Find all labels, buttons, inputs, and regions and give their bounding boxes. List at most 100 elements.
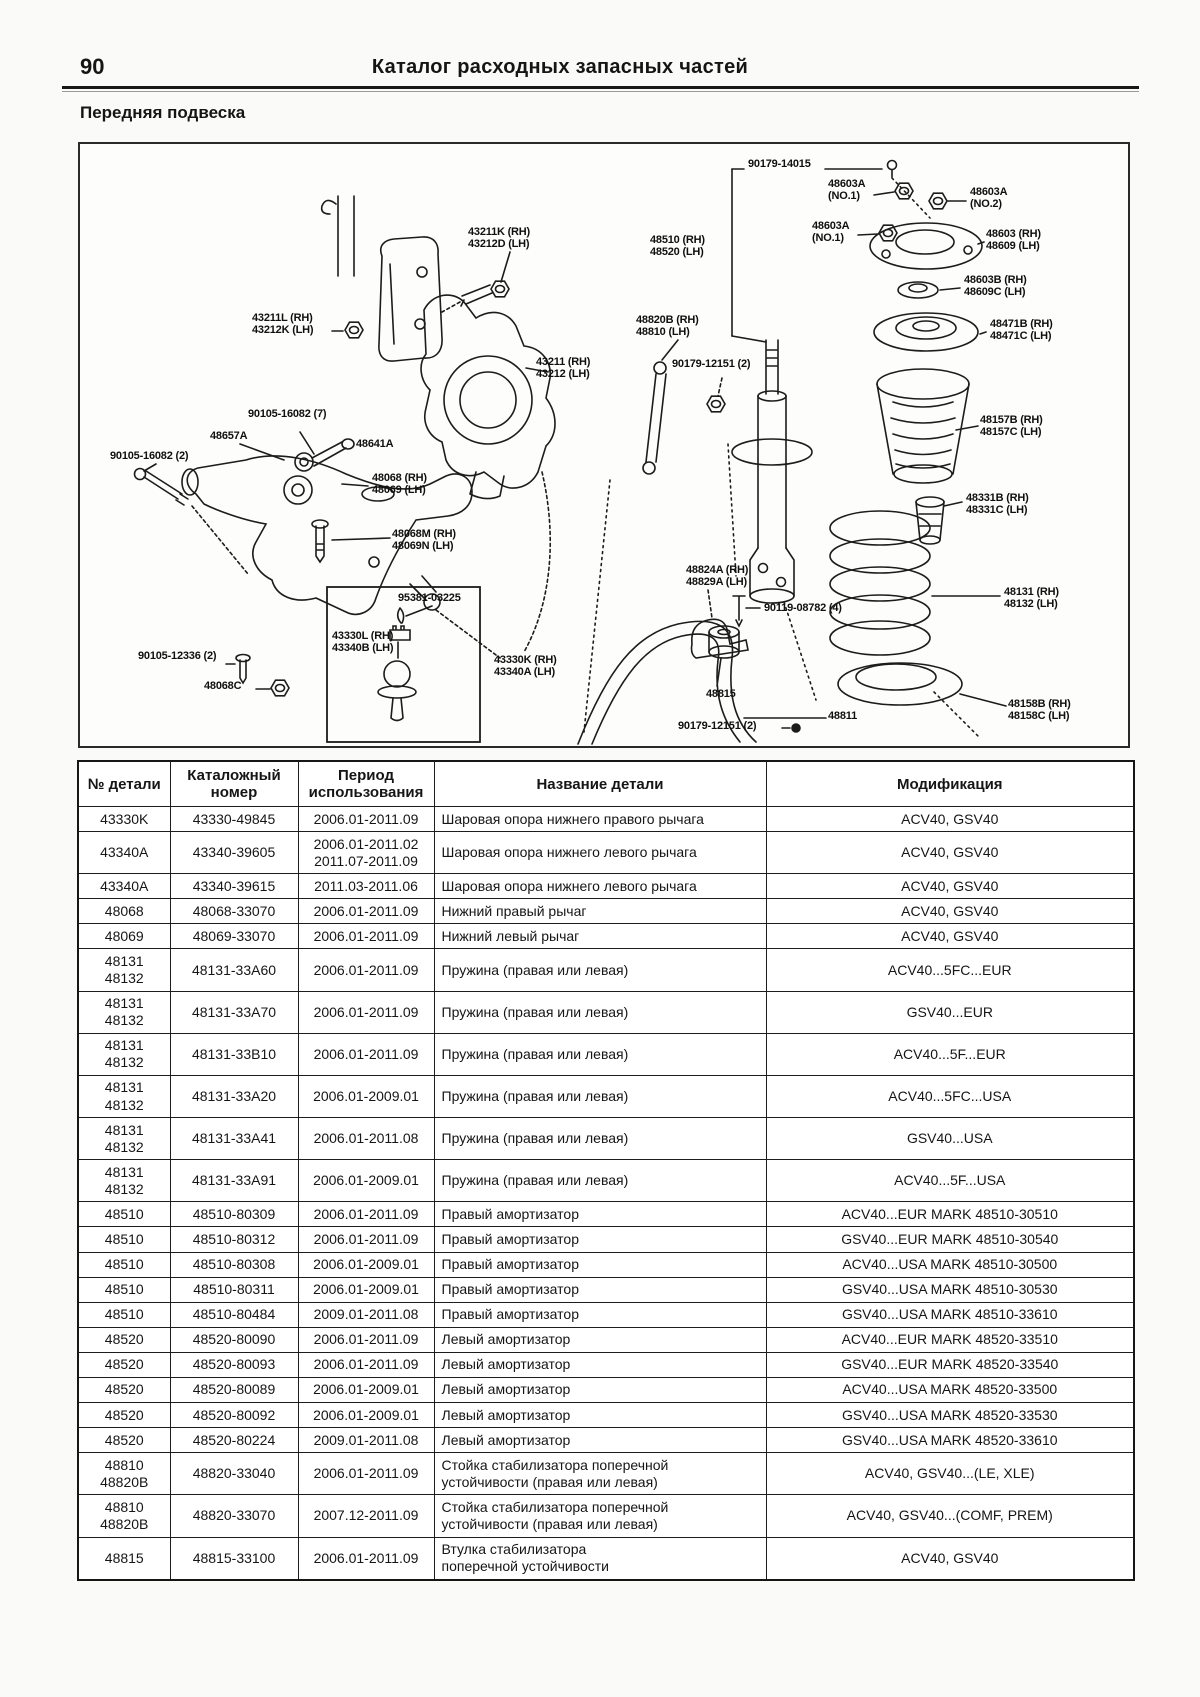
modification-cell: GSV40...USA MARK 48510-33610 [765,1301,1135,1328]
period-cell: 2006.01-2009.01 [297,1074,435,1119]
period-cell: 2006.01-2011.09 [297,1452,435,1496]
name-cell: Пружина (правая или левая) [433,1117,767,1161]
period-cell: 2006.01-2009.01 [297,1251,435,1278]
part-no-cell: 43340A [77,831,171,875]
name-cell: Пружина (правая или левая) [433,948,767,992]
name-cell: Левый амортизатор [433,1376,767,1404]
diagram-part-label: 48157B (RH) 48157C (LH) [980,414,1043,439]
name-cell: Пружина (правая или левая) [433,990,767,1034]
part-no-cell: 48520 [77,1376,171,1404]
period-cell: 2011.03-2011.06 [297,873,435,900]
catalog-no-cell: 48131-33A91 [169,1159,299,1203]
name-cell: Втулка стабилизатора поперечной устойчив… [433,1536,767,1581]
catalog-no-cell: 48131-33A60 [169,948,299,992]
catalog-no-cell: 48510-80311 [169,1276,299,1303]
part-no-cell: 48131 48132 [77,948,171,992]
diagram-part-label: 43211K (RH) 43212D (LH) [468,226,530,251]
catalog-no-cell: 43340-39615 [169,873,299,900]
diagram-part-label: 90105-16082 (7) [248,408,327,420]
diagram-part-label: 43330K (RH) 43340A (LH) [494,654,557,679]
period-cell: 2009.01-2011.08 [297,1301,435,1328]
catalog-no-cell: 48510-80308 [169,1251,299,1278]
header-row: № детали Каталожный номер Период использ… [77,760,1135,807]
name-cell: Правый амортизатор [433,1201,767,1228]
catalog-no-cell: 43340-39605 [169,831,299,875]
modification-cell: ACV40, GSV40...(LE, XLE) [765,1452,1135,1496]
diagram-part-label: 48510 (RH) 48520 (LH) [650,234,705,259]
diagram-part-label: 90105-16082 (2) [110,450,189,462]
part-no-cell: 48069 [77,923,171,950]
suspension-diagram-art [133,159,1007,745]
part-no-cell: 48810 48820B [77,1494,171,1538]
part-no-cell: 48131 48132 [77,990,171,1034]
part-no-cell: 43340A [77,873,171,900]
part-no-cell: 48131 48132 [77,1159,171,1203]
catalog-no-cell: 48510-80312 [169,1226,299,1253]
modification-cell: GSV40...EUR MARK 48520-33540 [765,1351,1135,1378]
catalog-no-cell: 48068-33070 [169,898,299,925]
part-no-cell: 43330K [77,805,171,833]
page-number: 90 [80,54,105,79]
period-cell: 2006.01-2011.08 [297,1117,435,1161]
period-cell: 2006.01-2011.09 [297,1201,435,1228]
parts-table-head: № детали Каталожный номер Период использ… [77,760,1135,807]
catalog-no-cell: 48520-80089 [169,1376,299,1404]
diagram-part-label: 90105-12336 (2) [138,650,217,662]
header-catalog-no: Каталожный номер [169,760,299,807]
period-cell: 2006.01-2009.01 [297,1376,435,1404]
diagram-part-label: 48068 (RH) 48069 (LH) [372,472,427,497]
header-rule-shadow [62,91,1139,92]
period-cell: 2006.01-2009.01 [297,1276,435,1303]
diagram-part-label: 48603A (NO.1) [828,178,866,203]
name-cell: Левый амортизатор [433,1402,767,1429]
modification-cell: ACV40...EUR MARK 48520-33510 [765,1326,1135,1353]
diagram-part-label: 43211L (RH) 43212K (LH) [252,312,314,337]
diagram-part-label: 48641A [356,438,394,450]
name-cell: Стойка стабилизатора поперечной устойчив… [433,1452,767,1496]
period-cell: 2006.01-2011.09 [297,805,435,833]
part-no-cell: 48520 [77,1427,171,1454]
diagram-part-label: 95381-03225 [398,592,461,604]
part-no-cell: 48510 [77,1201,171,1228]
period-cell: 2006.01-2009.01 [297,1159,435,1203]
diagram-part-label: 48811 [828,710,857,722]
part-no-cell: 48131 48132 [77,1032,171,1076]
catalog-no-cell: 48131-33A41 [169,1117,299,1161]
diagram-part-label: 48603A (NO.1) [812,220,850,245]
modification-cell: GSV40...EUR MARK 48510-30540 [765,1226,1135,1253]
modification-cell: ACV40...5F...USA [765,1159,1135,1203]
modification-cell: ACV40...USA MARK 48520-33500 [765,1376,1135,1404]
modification-cell: ACV40...5FC...EUR [765,948,1135,992]
modification-cell: ACV40, GSV40...(COMF, PREM) [765,1494,1135,1538]
name-cell: Левый амортизатор [433,1351,767,1378]
part-no-cell: 48510 [77,1276,171,1303]
diagram-part-label: 48824A (RH) 48829A (LH) [686,564,749,589]
name-cell: Пружина (правая или левая) [433,1159,767,1203]
catalog-no-cell: 48520-80090 [169,1326,299,1353]
name-cell: Шаровая опора нижнего левого рычага [433,831,767,875]
catalog-no-cell: 48131-33A20 [169,1074,299,1119]
part-no-cell: 48510 [77,1251,171,1278]
diagram-part-label: 48331B (RH) 48331C (LH) [966,492,1029,517]
catalog-no-cell: 48815-33100 [169,1536,299,1581]
diagram-part-label: 90179-14015 [748,158,811,170]
diagram-part-label: 43211 (RH) 43212 (LH) [536,356,591,381]
